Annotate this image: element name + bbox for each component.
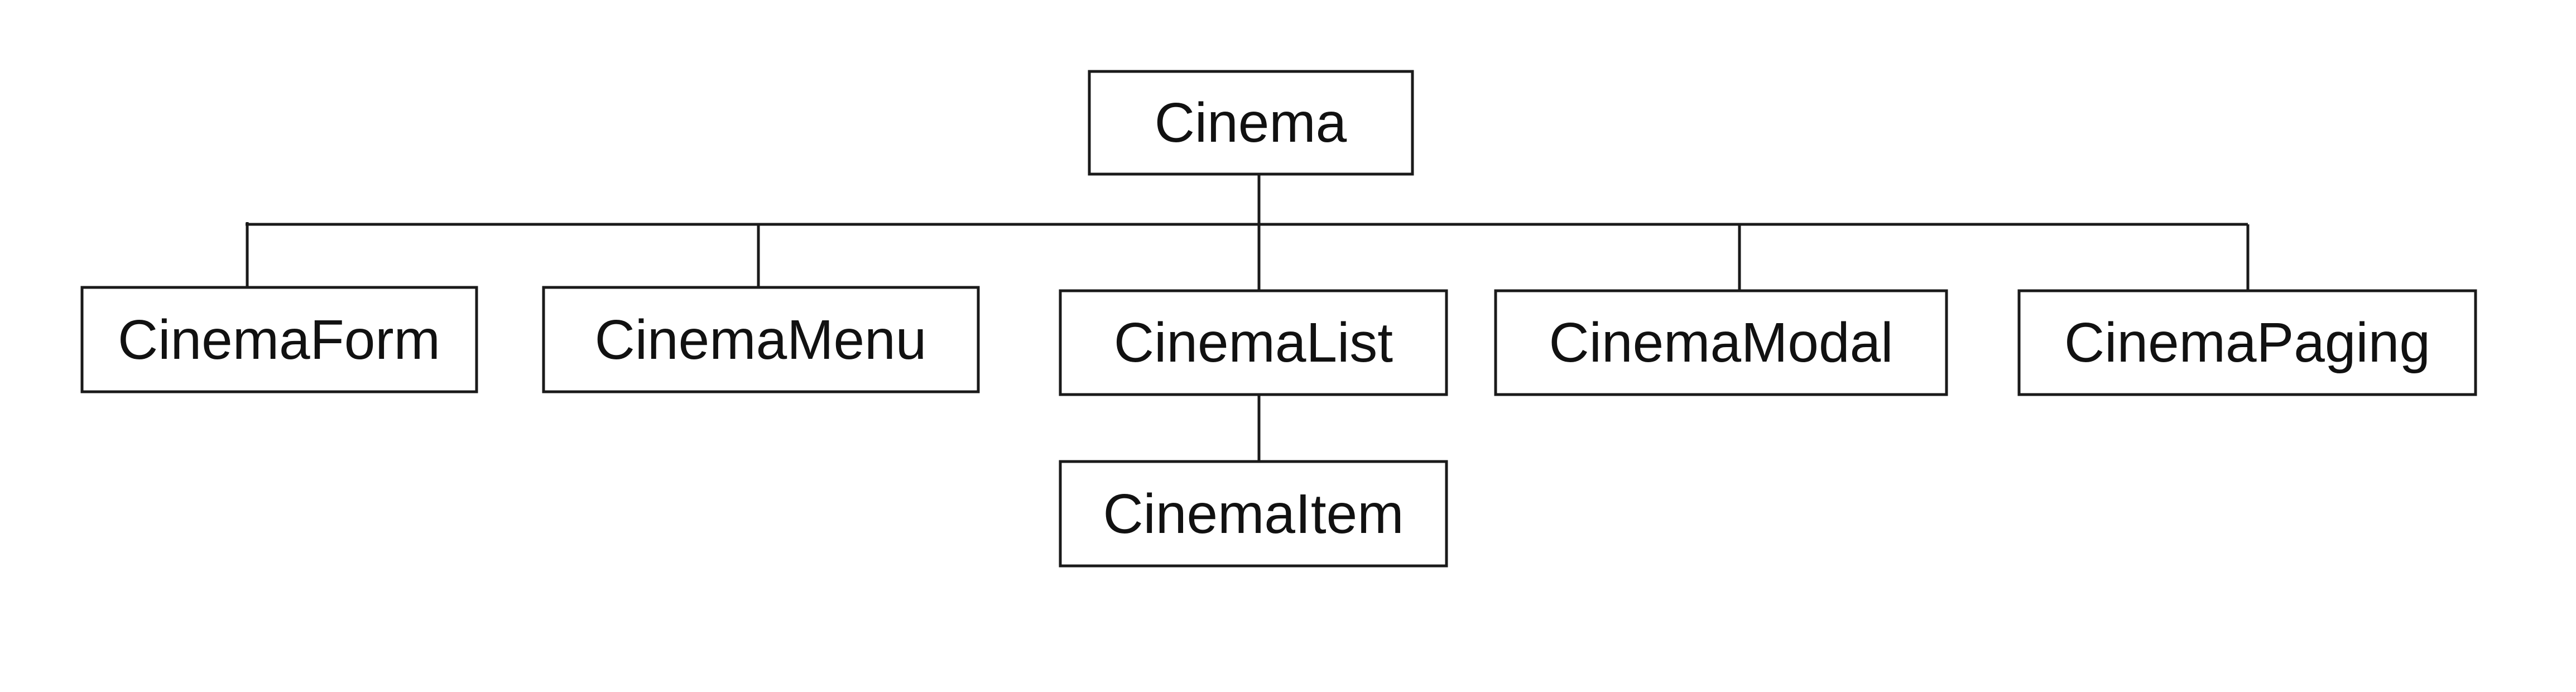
node-box <box>1494 289 1948 396</box>
node-label: CinemaModal <box>1549 311 1893 374</box>
node-label: CinemaList <box>1114 311 1393 374</box>
node-box <box>80 286 478 393</box>
node-box <box>542 286 980 393</box>
node-box <box>1088 70 1414 176</box>
node-label: CinemaMenu <box>595 309 927 371</box>
node-label: CinemaPaging <box>2064 311 2430 374</box>
node-label: Cinema <box>1155 92 1347 154</box>
node-cinemapaging: CinemaPaging <box>2017 289 2477 396</box>
tree-connectors <box>246 174 2250 462</box>
node-box <box>1059 289 1448 396</box>
node-cinemalist: CinemaList <box>1059 289 1448 396</box>
node-cinemaitem: CinemaItem <box>1059 460 1448 568</box>
node-cinema: Cinema <box>1088 70 1414 176</box>
node-cinemamodal: CinemaModal <box>1494 289 1948 396</box>
node-box <box>1059 460 1448 568</box>
node-box <box>2017 289 2477 396</box>
node-cinemaform: CinemaForm <box>80 286 478 393</box>
node-cinemamenu: CinemaMenu <box>542 286 980 393</box>
node-label: CinemaForm <box>118 309 440 371</box>
node-label: CinemaItem <box>1103 483 1404 545</box>
